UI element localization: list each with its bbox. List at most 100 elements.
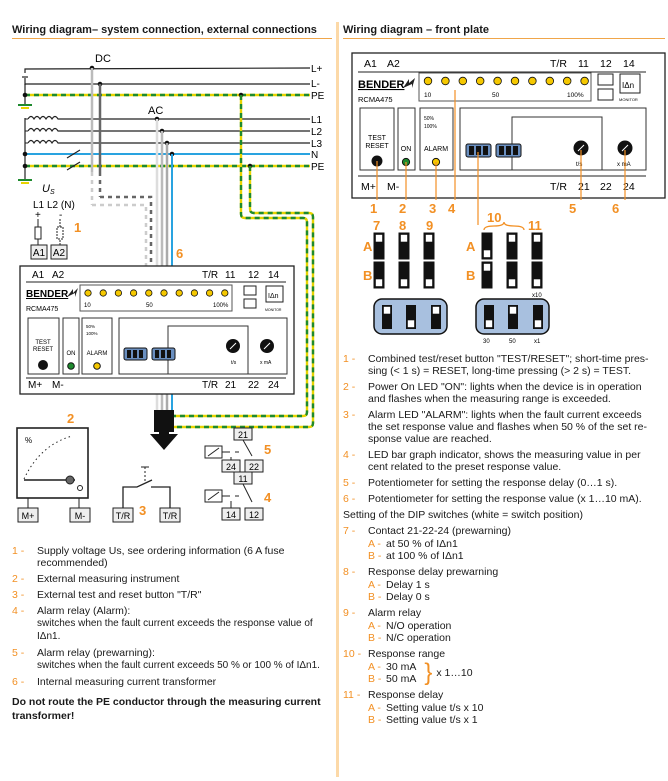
legend-num: 2 - <box>343 381 356 393</box>
brace-icon <box>483 221 525 231</box>
bar-scale-label: 50 <box>146 303 153 309</box>
bar-scale-label: 10 <box>84 303 91 309</box>
alarm-mode-label: 50% <box>86 324 95 329</box>
callout-4: 4 <box>448 201 456 216</box>
legend-num: 8 - <box>343 566 356 578</box>
button-terminal-label: T/R <box>116 511 131 521</box>
test-reset-button <box>38 360 48 370</box>
test-label: TEST <box>368 135 387 142</box>
pot2-label: x mA <box>617 162 631 168</box>
dc-symbol-icon <box>243 298 257 309</box>
bar-led <box>175 289 183 297</box>
dip-option-b: B -50 mA <box>368 673 416 685</box>
front-plate-diagram: A1 A2 T/R 11 12 14 M+ M- T/R 21 22 24 BE… <box>351 52 666 345</box>
dip-option-a: A -Setting value t/s x 10 <box>368 702 483 714</box>
relay-terminal-label: 12 <box>249 510 259 520</box>
relay-terminal-label: 24 <box>226 462 236 472</box>
option-text: Delay 1 s <box>386 579 430 591</box>
dip-legend-item: 8 - Response delay prewarning <box>343 566 665 578</box>
bar-led <box>114 289 123 297</box>
legend-text: Power On LED "ON": lights when the devic… <box>368 381 642 393</box>
dip-switch <box>533 305 543 329</box>
terminal-label: 21 <box>225 380 237 391</box>
callout-4: 4 <box>264 490 272 505</box>
option-label: B - <box>368 673 382 685</box>
option-text: N/O operation <box>386 620 452 632</box>
meter-unit: % <box>25 436 32 445</box>
bar-led <box>475 76 485 86</box>
option-label: B - <box>368 632 382 644</box>
option-text: at 50 % of IΔn1 <box>386 538 458 550</box>
dip-switch <box>423 261 435 289</box>
legend-text: Alarm relay <box>368 607 422 619</box>
right-section-title: Wiring diagram – front plate <box>343 24 489 36</box>
pe-conductors <box>172 95 315 429</box>
legend-item: 5 -Potentiometer for setting the respons… <box>343 477 665 489</box>
bus-label: L1 <box>311 115 323 126</box>
terminal-label: 24 <box>268 380 280 391</box>
legend-num: 2 - <box>12 573 25 585</box>
alarm-label: ALARM <box>87 351 108 357</box>
bar-scale-label: 50 <box>492 92 500 99</box>
legend-num: 1 - <box>343 353 356 365</box>
legend-text: Alarm relay (Alarm): <box>37 605 131 617</box>
bus-label: PE <box>311 91 325 102</box>
legend-text: the set response value and flashes when … <box>368 421 648 433</box>
terminal-a1 <box>30 244 48 260</box>
legend-text: Internal measuring current transformer <box>37 676 217 688</box>
monitor-label: IΔn <box>622 81 634 90</box>
dip-option-b: B -at 100 % of IΔn1 <box>368 550 464 562</box>
legend-text: Potentiometer for setting the response v… <box>368 493 642 505</box>
x10-label: x10 <box>532 293 542 299</box>
dip-switch-diagram <box>373 232 543 289</box>
led-bar <box>423 76 589 86</box>
legend-text: switches when the fault current exceeds … <box>37 618 313 642</box>
row-label-a: A <box>466 239 476 254</box>
terminal-label: 14 <box>623 58 635 70</box>
legend-item: 6 -Internal measuring current transforme… <box>12 676 332 688</box>
bar-led <box>580 76 589 86</box>
legend-text: Alarm LED "ALARM": lights when the fault… <box>368 409 642 421</box>
bar-led <box>458 76 467 86</box>
supply-connection: L1 L2 (N) + - A1 A2 <box>30 200 75 260</box>
option-text: Setting value t/s x 10 <box>386 702 484 714</box>
dip-switch <box>423 232 435 260</box>
terminal-label: T/R <box>202 380 218 391</box>
terminal-a2-label: A2 <box>53 248 66 259</box>
alarm-mode-label: 50% <box>424 116 435 122</box>
monitor-label: IΔn <box>268 293 279 300</box>
terminal-label: 24 <box>623 181 635 193</box>
callout-8: 8 <box>399 218 406 233</box>
terminal-label: T/R <box>550 58 567 70</box>
callout-7: 7 <box>373 218 380 233</box>
terminal-a1-label: A1 <box>33 248 46 259</box>
legend-text: External measuring instrument <box>37 573 180 585</box>
relay-terminal-label: 11 <box>238 474 247 484</box>
meter-m-minus: M- <box>75 511 86 521</box>
legend-text: Response delay prewarning <box>368 566 499 578</box>
bar-scale-label: 100% <box>567 92 584 99</box>
legend-num: 4 - <box>12 605 25 617</box>
legend-text: Response range <box>368 648 446 660</box>
dip-switch <box>506 232 518 260</box>
terminal-label: T/R <box>202 270 218 281</box>
bus-label: L+ <box>311 64 323 75</box>
monitor-caption: MONITOR <box>619 97 638 102</box>
terminal-label: A2 <box>387 58 400 70</box>
dip-option-a: A -at 50 % of IΔn1 <box>368 538 464 550</box>
relay-terminal-label: 22 <box>249 462 259 472</box>
brace-icon: } <box>424 659 433 686</box>
fuse-optional-icon <box>56 226 64 240</box>
legend-num: 11 - <box>343 689 361 701</box>
alarm-relay: 11 14 12 <box>204 471 264 521</box>
on-panel <box>62 317 80 375</box>
callout-3: 3 <box>139 503 146 518</box>
legend-num: 7 - <box>343 525 356 537</box>
bar-led <box>510 76 520 86</box>
bar-led <box>160 289 168 297</box>
dip-switch <box>382 305 392 329</box>
ac-symbol-icon <box>243 285 257 296</box>
legend-num: 3 - <box>12 589 25 601</box>
legend-text: Supply voltage Us, see ordering informat… <box>37 545 285 569</box>
left-legend: 1 -Supply voltage Us, see ordering infor… <box>12 545 332 692</box>
